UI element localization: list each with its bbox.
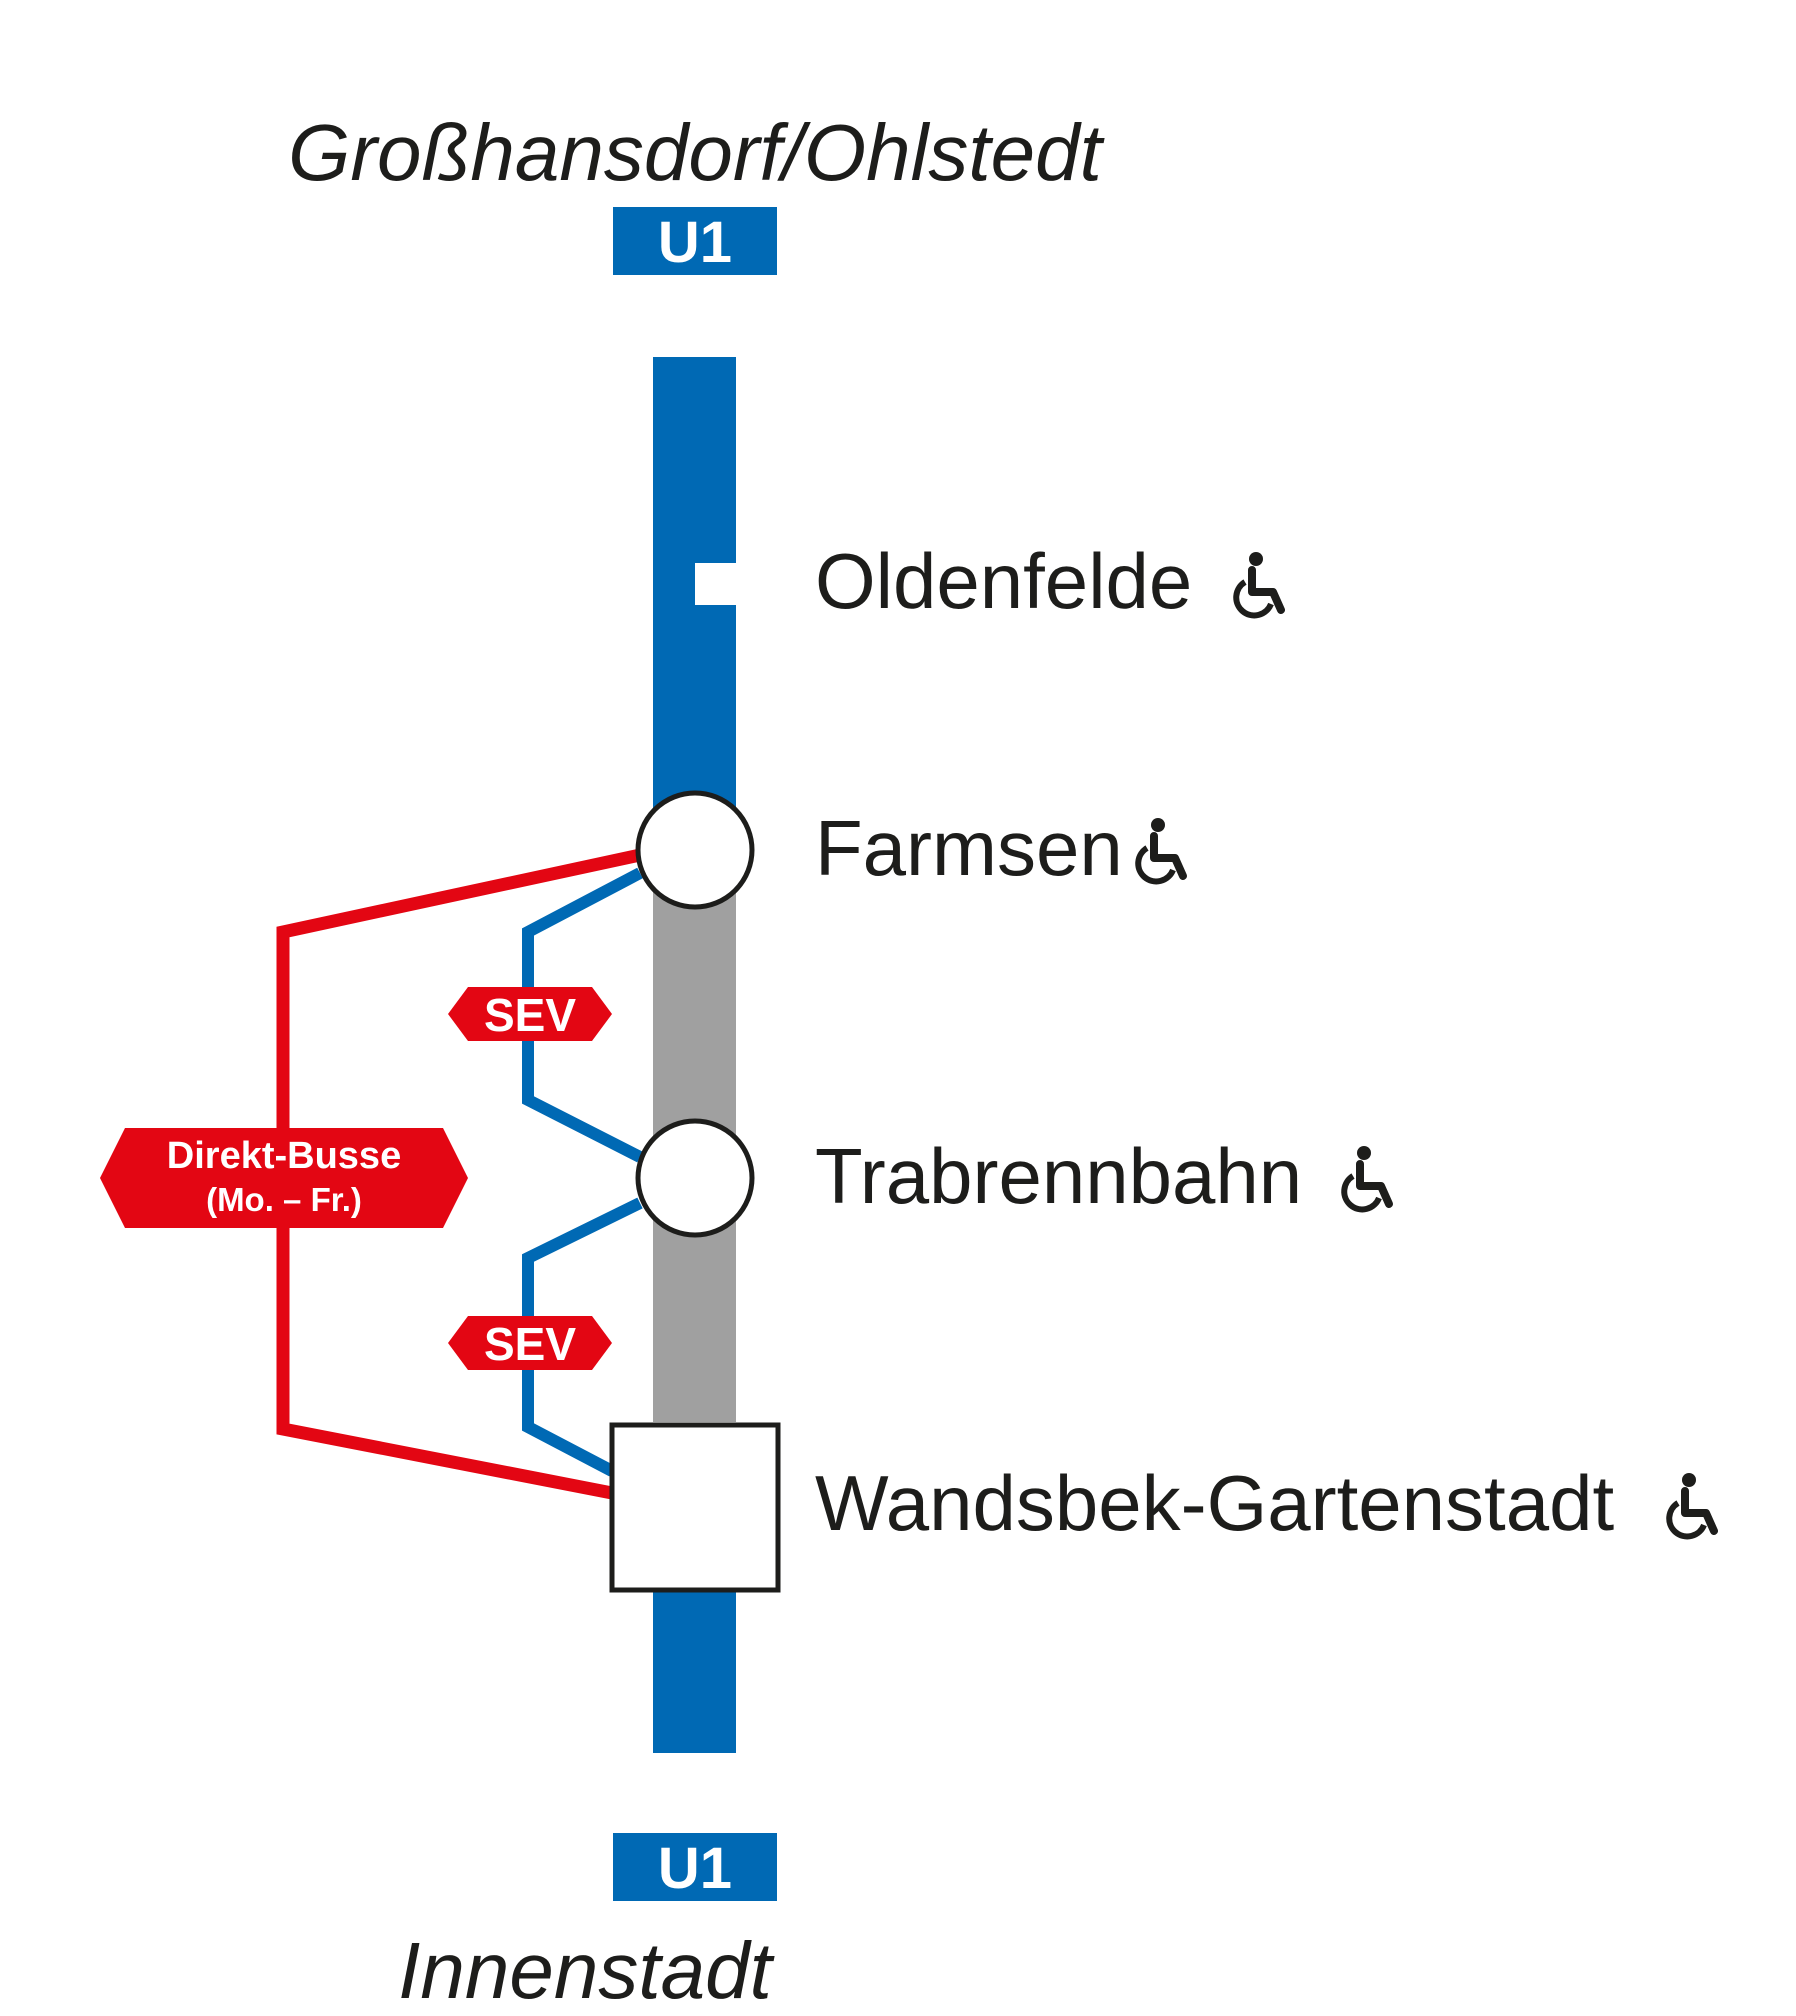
direct-bus-badge-label: Direkt-Busse xyxy=(167,1135,401,1177)
station-trabrennbahn: Trabrennbahn xyxy=(815,1132,1393,1220)
sev-badge-lower: SEV xyxy=(448,1316,612,1370)
destination-bottom: Innenstadt xyxy=(398,1926,774,2011)
destination-top: Großhansdorf/Ohlstedt xyxy=(288,108,1104,197)
line-badge-top-label: U1 xyxy=(658,210,732,275)
station-name-wandsbek-gartenstadt: Wandsbek-Gartenstadt xyxy=(815,1459,1614,1547)
wheelchair-icon xyxy=(1233,552,1285,619)
sev-badge-upper: SEV xyxy=(448,987,612,1041)
line-badge-top-bg xyxy=(613,207,777,275)
station-marker-wandsbek-gartenstadt xyxy=(609,1422,781,1593)
station-wandsbek-gartenstadt: Wandsbek-Gartenstadt xyxy=(815,1459,1718,1547)
direct-bus-badge-sublabel: (Mo. – Fr.) xyxy=(206,1181,362,1218)
direct-bus-badge: Direkt-Busse (Mo. – Fr.) xyxy=(100,1128,468,1228)
sev-badge-lower-label: SEV xyxy=(484,1318,576,1370)
line-badge-bottom: U1 xyxy=(613,1833,777,1901)
station-oldenfelde: Oldenfelde xyxy=(815,537,1285,625)
line-badge-top: U1 xyxy=(613,207,777,275)
station-tick-oldenfelde xyxy=(695,563,737,605)
station-name-oldenfelde: Oldenfelde xyxy=(815,537,1192,625)
line-segment-open-north xyxy=(653,357,736,877)
station-marker-farmsen xyxy=(635,790,755,910)
line-badge-bottom-label: U1 xyxy=(658,1836,732,1901)
line-segment-open-south xyxy=(653,1580,736,1753)
sev-badge-upper-bg xyxy=(448,987,612,1041)
sev-badge-upper-label: SEV xyxy=(484,989,576,1041)
station-name-trabrennbahn: Trabrennbahn xyxy=(815,1132,1302,1220)
line-badge-bottom-bg xyxy=(613,1833,777,1901)
wheelchair-icon xyxy=(1341,1146,1393,1213)
station-name-farmsen: Farmsen xyxy=(815,804,1123,892)
station-farmsen: Farmsen xyxy=(815,804,1187,892)
wheelchair-icon xyxy=(1666,1473,1718,1540)
direct-bus-badge-bg xyxy=(100,1128,468,1228)
wheelchair-icon xyxy=(1135,818,1187,885)
sev-badge-lower-bg xyxy=(448,1316,612,1370)
station-marker-trabrennbahn xyxy=(635,1118,755,1238)
